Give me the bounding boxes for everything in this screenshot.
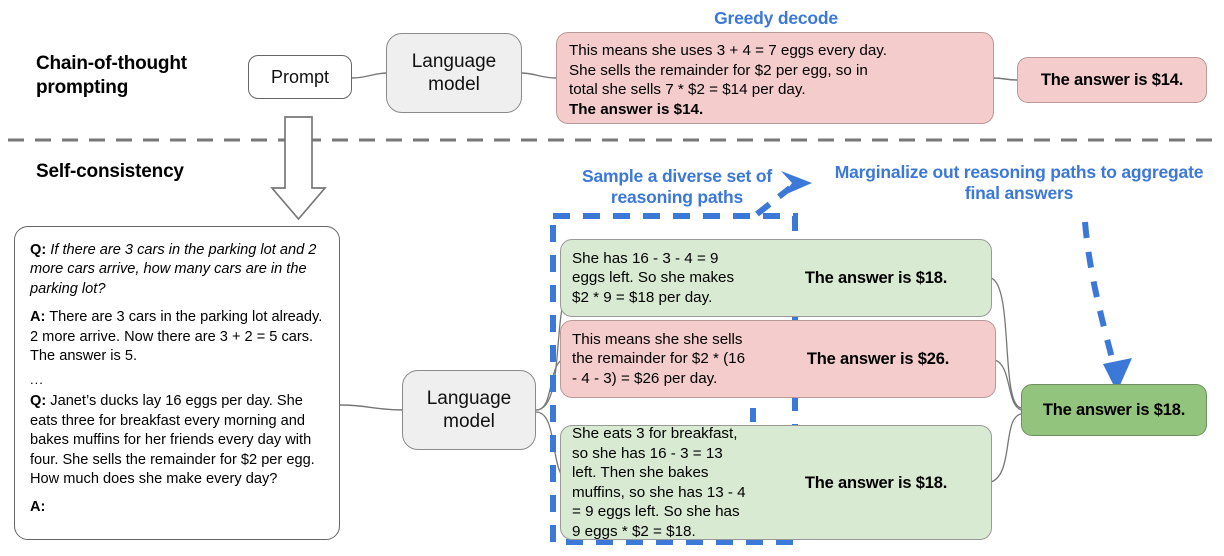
reasoning-path-1-text: She has 16 - 3 - 4 = 9 eggs left. So she… (572, 249, 735, 306)
cot-output-line-1: This means she uses 3 + 4 = 7 eggs every… (569, 42, 887, 59)
reasoning-path-1-answer: The answer is $18. (804, 269, 948, 287)
reasoning-path-3: She eats 3 for breakfast, so she has 16 … (560, 425, 992, 540)
sc-final-answer-text: The answer is $18. (1042, 401, 1186, 419)
connector-path-3-to-final (990, 413, 1022, 483)
prompt-qa-2-question: Q: Janet’s ducks lay 16 eggs per day. Sh… (30, 392, 324, 489)
q1-text: If there are 3 cars in the parking lot a… (30, 242, 317, 297)
reasoning-path-3-answer-cell: The answer is $18. (761, 426, 991, 539)
sc-language-model-label: Language model (426, 388, 512, 432)
q2-text: Janet’s ducks lay 16 eggs per day. She e… (30, 393, 315, 488)
reasoning-path-3-answer: The answer is $18. (804, 473, 948, 492)
cot-output-line-2: She sells the remainder for $2 per egg, … (569, 61, 868, 79)
connector-prompt-to-model (351, 72, 389, 79)
cot-output-text: This means she uses 3 + 4 = 7 eggs every… (557, 33, 993, 127)
marginalize-caption: Marginalize out reasoning paths to aggre… (834, 162, 1204, 203)
reasoning-path-3-text: She eats 3 for breakfast, so she has 16 … (572, 425, 746, 540)
connector-card-to-model (339, 404, 405, 411)
cot-output-line-3: total she sells 7 * $2 = $14 per day. (569, 81, 806, 98)
connector-output-to-answer (992, 77, 1018, 81)
cot-final-answer-box: The answer is $14. (1017, 57, 1207, 103)
prompt-qa-2-answer: A: (30, 498, 324, 517)
reasoning-path-1: She has 16 - 3 - 4 = 9 eggs left. So she… (560, 239, 992, 317)
q1-label: Q: (30, 242, 47, 258)
aggregate-arrow-down (1082, 221, 1118, 371)
prompt-qa-1-question: Q: If there are 3 cars in the parking lo… (30, 241, 324, 299)
a2-label: A: (30, 499, 46, 516)
reasoning-path-2-answer: The answer is $26. (806, 350, 950, 368)
connector-path-2-to-final (994, 359, 1022, 411)
reasoning-path-3-reasoning-cell: She eats 3 for breakfast, so she has 16 … (561, 426, 761, 539)
reasoning-path-2-answer-cell: The answer is $26. (761, 321, 995, 397)
connector-model-to-output (519, 72, 557, 79)
cot-section-title: Chain-of-thought prompting (36, 53, 187, 98)
cot-prompt-label: Prompt (270, 66, 330, 87)
sample-paths-caption: Sample a diverse set of reasoning paths (582, 166, 772, 207)
reasoning-path-1-answer-cell: The answer is $18. (761, 240, 991, 316)
reasoning-path-2-text: This means she she sells the remainder f… (572, 330, 746, 387)
cot-output-box: This means she uses 3 + 4 = 7 eggs every… (556, 32, 994, 124)
cot-output-answer-line: The answer is $14. (569, 100, 704, 118)
greedy-decode-caption: Greedy decode (714, 8, 838, 28)
cot-language-model-box[interactable]: Language model (386, 33, 522, 113)
reasoning-path-1-reasoning-cell: She has 16 - 3 - 4 = 9 eggs left. So she… (561, 240, 761, 316)
prompt-ellipsis: ... (30, 372, 44, 388)
self-consistency-section-title: Self-consistency (36, 161, 184, 182)
reasoning-path-2: This means she she sells the remainder f… (560, 320, 996, 398)
a1-text: There are 3 cars in the parking lot alre… (30, 309, 323, 365)
reasoning-path-2-reasoning-cell: This means she she sells the remainder f… (561, 321, 761, 397)
sc-final-answer-box: The answer is $18. (1021, 384, 1207, 436)
prompt-qa-1-answer: A: There are 3 cars in the parking lot a… (30, 308, 324, 366)
cot-prompt-box[interactable]: Prompt (248, 55, 352, 99)
sc-language-model-box[interactable]: Language model (402, 370, 536, 450)
q2-label: Q: (30, 393, 47, 410)
self-consistency-prompt-card[interactable]: Q: If there are 3 cars in the parking lo… (14, 226, 340, 540)
cot-final-answer-text: The answer is $14. (1040, 71, 1184, 89)
cot-language-model-label: Language model (411, 51, 497, 95)
a1-label: A: (30, 309, 46, 326)
